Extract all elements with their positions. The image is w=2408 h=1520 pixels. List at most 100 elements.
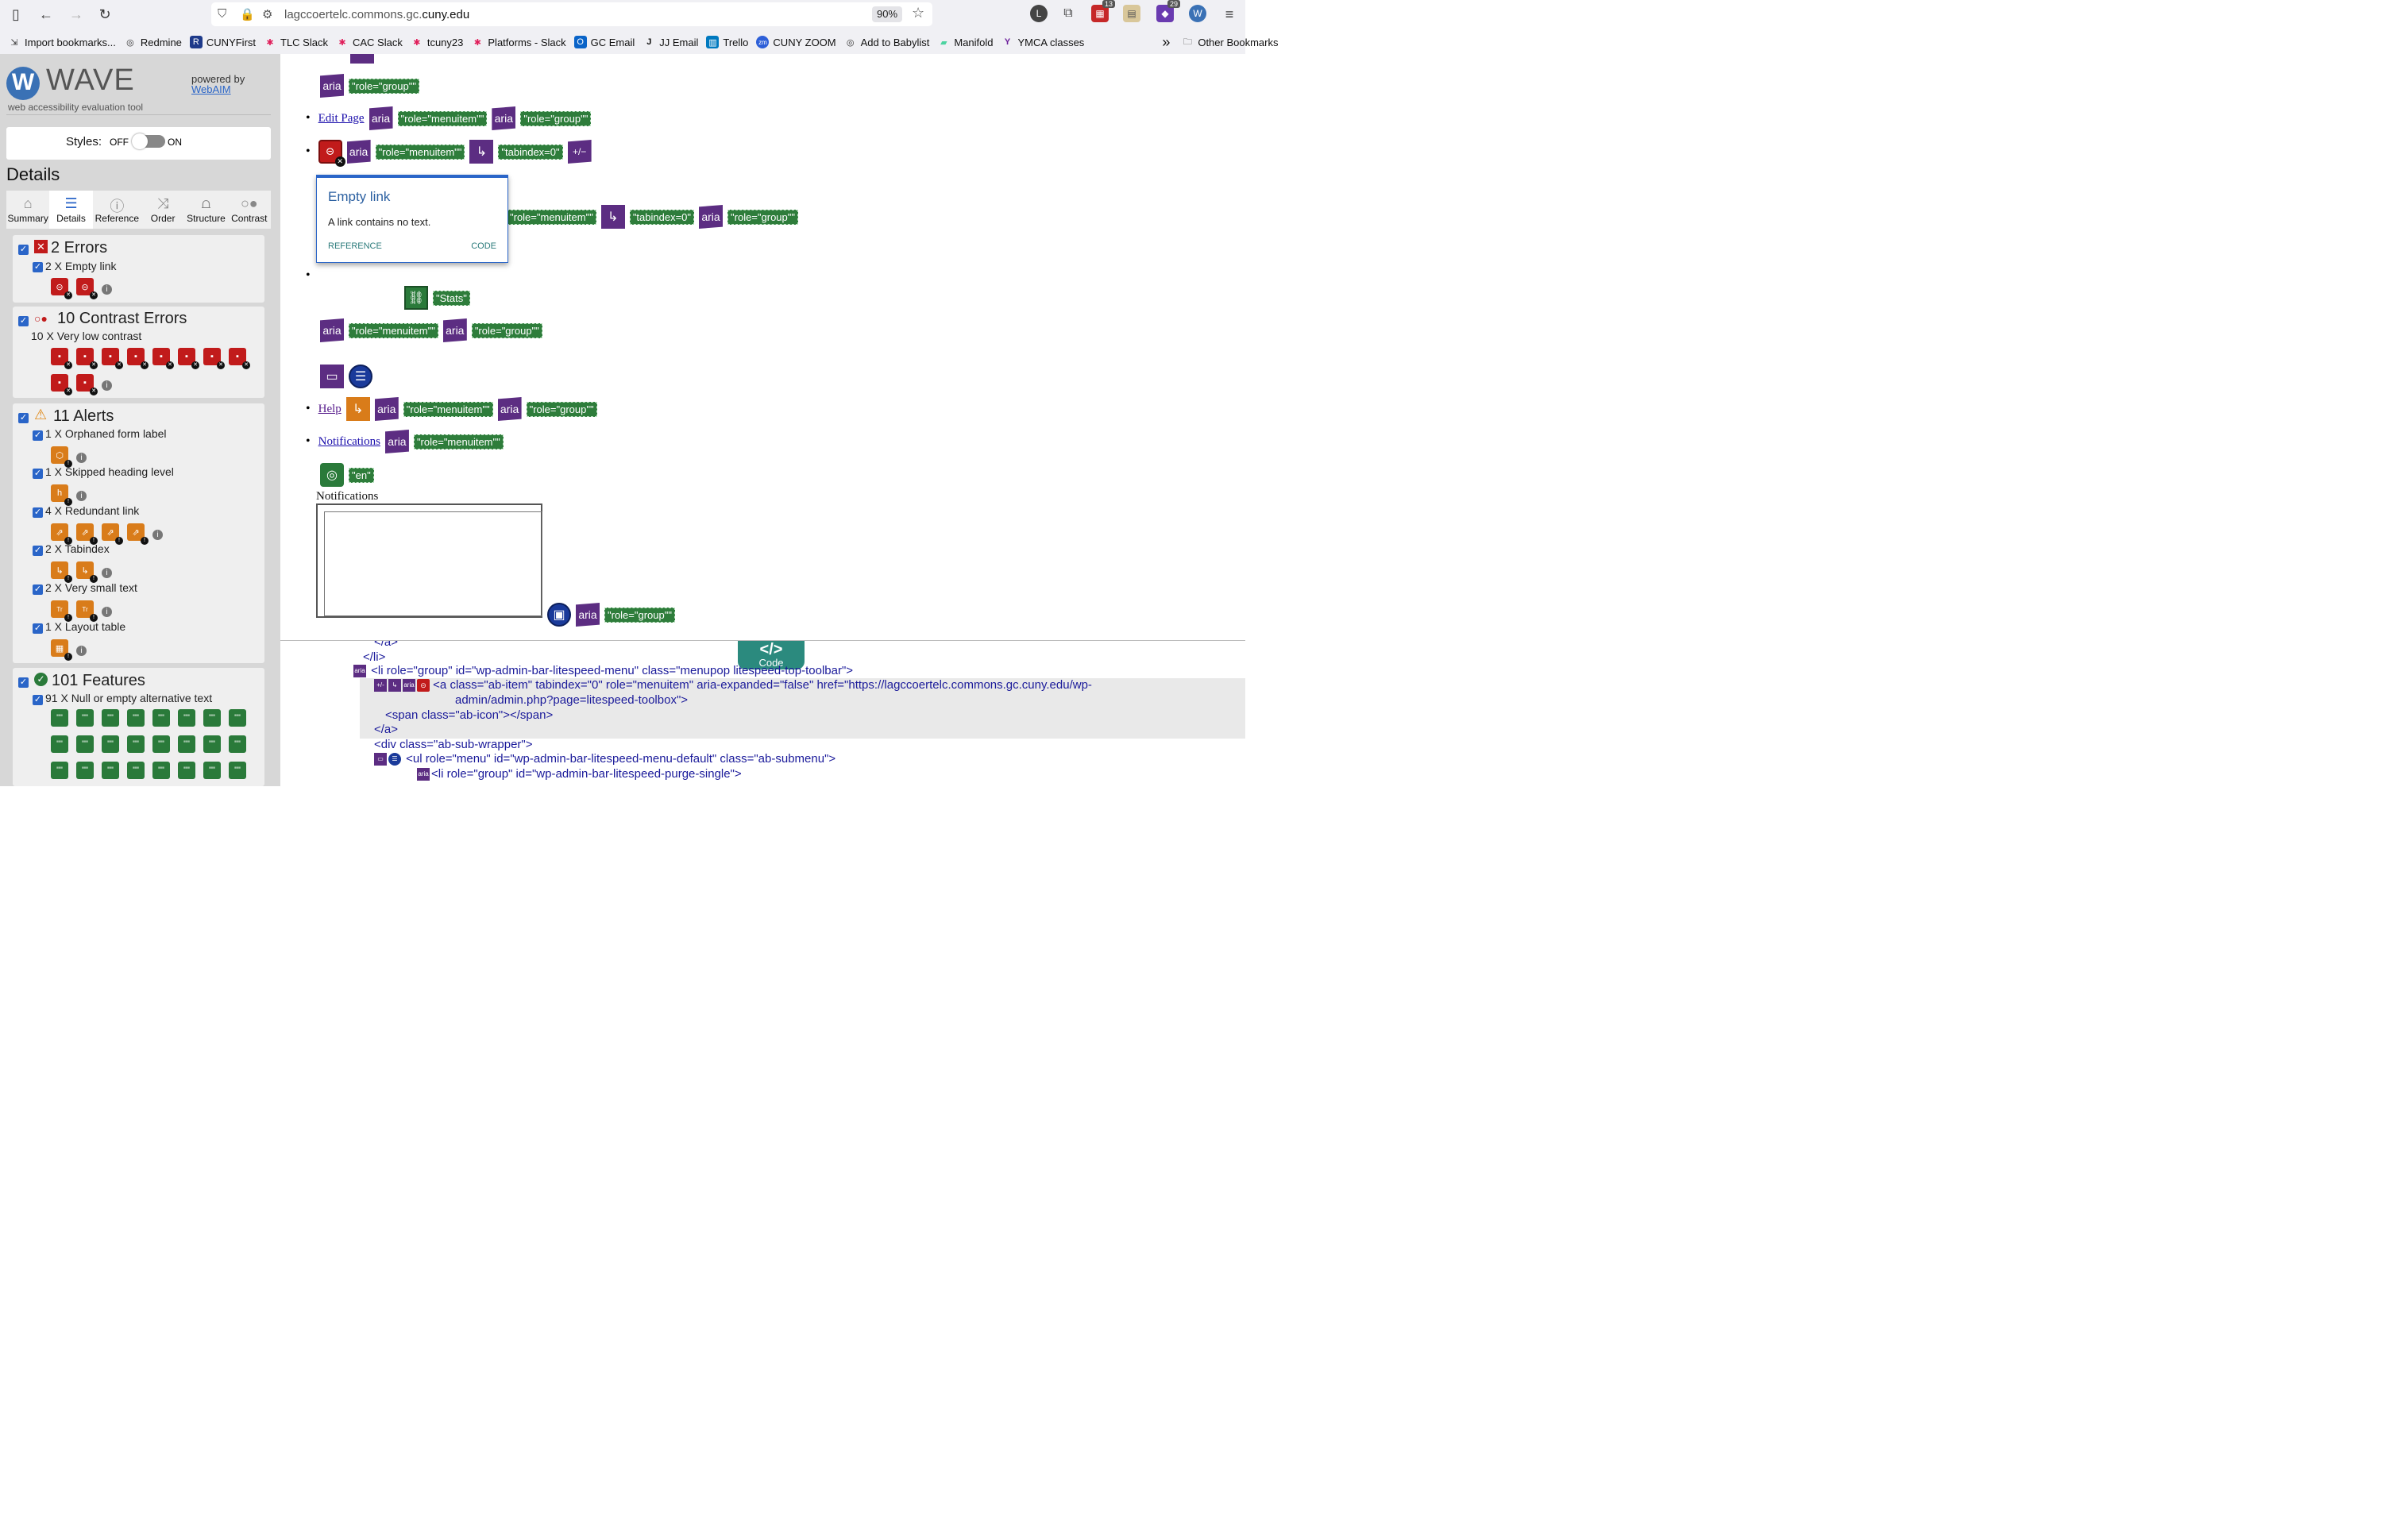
layout-table-icon[interactable]: ▦! [51,639,72,661]
small-text-icon[interactable]: Tr! [76,600,98,622]
iframe-icon[interactable]: ▣ [547,603,571,627]
empty-link-icon[interactable]: ⊝ [417,679,430,692]
edit-page-link[interactable]: Edit Page [318,111,365,125]
menu-icon[interactable]: ≡ [1225,6,1234,22]
contrast-error-icon[interactable]: ▪✕ [178,348,199,369]
empty-link-error-icon[interactable]: ⊝✕ [318,140,345,167]
contrast-error-icon[interactable]: ▪✕ [76,374,98,395]
alert-checkbox[interactable]: ✓ [33,623,43,634]
alert-checkbox[interactable]: ✓ [33,546,43,556]
null-alt-icon[interactable]: "" [102,709,119,727]
null-alt-icon[interactable]: "" [203,735,221,753]
contrast-error-icon[interactable]: ▪✕ [51,348,72,369]
back-icon[interactable]: ← [39,6,53,22]
null-alt-icon[interactable]: "" [102,762,119,779]
zoom-level[interactable]: 90% [872,6,902,22]
extensions-icon[interactable]: ⧉ [1063,6,1073,20]
alert-checkbox[interactable]: ✓ [33,469,43,479]
notifications-link[interactable]: Notifications [318,434,380,448]
skipped-heading-icon[interactable]: h! [51,484,72,506]
tab-summary[interactable]: ⌂Summary [7,195,48,224]
redundant-link-icon[interactable]: ⇗! [51,523,72,545]
contrast-error-icon[interactable]: ▪✕ [51,374,72,395]
aria-icon[interactable]: aria [320,318,344,342]
feature-checkbox[interactable]: ✓ [33,695,43,705]
tabindex-icon[interactable]: ↳ [469,140,494,164]
other-bookmarks[interactable]: 🗀Other Bookmarks [1181,36,1279,48]
empty-link-icon[interactable]: ⊝✕ [76,278,98,299]
tooltip-reference-link[interactable]: REFERENCE [328,241,382,251]
info-icon[interactable]: i [152,530,163,540]
extension-calendar-icon[interactable]: ▦13 [1091,0,1115,22]
shield-icon[interactable]: ⛉ [218,7,227,21]
null-alt-icon[interactable]: "" [178,762,195,779]
aria-icon[interactable]: aria [374,397,399,421]
list-icon[interactable]: ☰ [349,365,372,388]
bookmark-item[interactable]: ✱Platforms - Slack [471,36,566,48]
null-alt-icon[interactable]: "" [229,709,246,727]
bookmark-item[interactable]: ✱CAC Slack [336,36,402,48]
aria-icon[interactable]: aria [492,106,516,130]
webaim-link[interactable]: WebAIM [191,83,231,95]
contrast-error-icon[interactable]: ▪✕ [76,348,98,369]
tooltip-code-link[interactable]: CODE [471,241,496,251]
errors-checkbox[interactable]: ✓ [18,245,29,255]
null-alt-icon[interactable]: "" [152,762,170,779]
aria-icon[interactable]: aria [417,768,430,781]
extension-ublock-icon[interactable]: ◆29 [1156,0,1180,22]
null-alt-icon[interactable]: "" [127,762,145,779]
null-alt-icon[interactable]: "" [76,709,94,727]
aria-icon[interactable]: aria [384,430,409,453]
url-text[interactable]: lagccoertelc.commons.gc.cuny.edu [284,8,470,21]
redundant-link-icon[interactable]: ⇗! [127,523,149,545]
sidebar-toggle-icon[interactable]: ▯ [12,6,20,22]
alert-checkbox[interactable]: ✓ [33,430,43,441]
null-alt-icon[interactable]: "" [229,735,246,753]
null-alt-icon[interactable]: "" [178,709,195,727]
info-icon[interactable]: i [76,453,87,463]
contrast-error-icon[interactable]: ▪✕ [152,348,174,369]
info-icon[interactable]: i [102,568,112,578]
linked-image-icon[interactable]: ⛓ [404,286,428,310]
aria-icon[interactable]: aria [353,665,366,678]
reload-icon[interactable]: ↻ [98,6,111,22]
tabindex-icon[interactable]: ↳! [51,561,72,583]
tabindex-icon[interactable]: ↳ [600,205,625,229]
aria-icon[interactable]: aria [403,679,415,692]
null-alt-icon[interactable]: "" [203,709,221,727]
features-checkbox[interactable]: ✓ [18,677,29,688]
language-globe-icon[interactable]: ◎ [320,463,344,487]
contrast-error-icon[interactable]: ▪✕ [203,348,225,369]
null-alt-icon[interactable]: "" [102,735,119,753]
notifications-frame[interactable] [316,503,542,618]
forward-icon[interactable]: → [69,6,83,22]
orphaned-label-icon[interactable]: ⬡! [51,446,72,468]
tab-contrast[interactable]: ○●Contrast [228,191,271,229]
extension-notes-icon[interactable]: ▤ [1123,5,1140,22]
form-menu-icon[interactable]: ▭ [320,365,344,388]
tabindex-icon[interactable]: ↳ [388,679,401,692]
empty-link-icon[interactable]: ⊝✕ [51,278,72,299]
alert-checkbox[interactable]: ✓ [33,584,43,595]
tabindex-alert-icon[interactable]: ↳ [345,397,370,421]
toggle-knob[interactable] [132,133,148,149]
null-alt-icon[interactable]: "" [152,709,170,727]
expanded-icon[interactable]: +/− [567,140,592,164]
tab-order[interactable]: ⤨Order [141,191,184,229]
styles-toggle[interactable] [132,133,165,149]
contrast-checkbox[interactable]: ✓ [18,316,29,326]
null-alt-icon[interactable]: "" [229,762,246,779]
null-alt-icon[interactable]: "" [178,735,195,753]
aria-icon[interactable]: aria [346,140,371,164]
aria-icon[interactable]: aria [576,603,600,627]
form-menu-icon[interactable]: ▭ [374,753,387,766]
small-text-icon[interactable]: Tr! [51,600,72,622]
info-icon[interactable]: i [102,380,112,391]
bookmark-item[interactable]: ◎Redmine [124,36,182,48]
contrast-error-icon[interactable]: ▪✕ [102,348,123,369]
more-bookmarks-icon[interactable]: » [1162,33,1171,50]
